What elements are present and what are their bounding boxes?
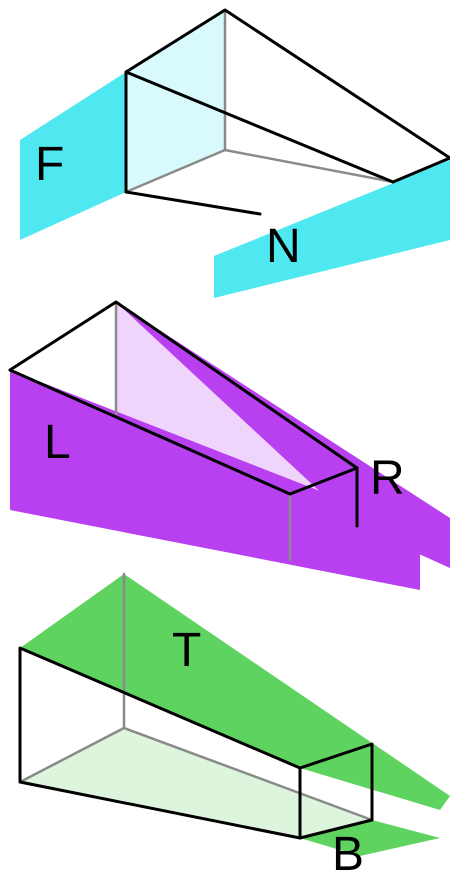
right-plane-label: R <box>370 452 405 505</box>
top-plane-label: T <box>172 624 201 677</box>
far-face-tint <box>126 10 225 192</box>
bottom-plane <box>300 820 440 856</box>
panel-left-right: L R <box>8 300 450 590</box>
hidden-edge <box>124 148 227 194</box>
top-plane <box>20 574 450 810</box>
hidden-edge <box>223 148 395 184</box>
frustum-edge <box>298 742 374 840</box>
frustum-edge <box>391 156 450 184</box>
frustum-edge <box>124 8 450 194</box>
left-plane <box>10 370 420 590</box>
frustum-edge <box>8 368 359 528</box>
bottom-face-tint <box>20 728 372 838</box>
hidden-edge <box>122 726 374 822</box>
hidden-edge <box>18 726 126 784</box>
panel-near-far: F N <box>20 8 450 298</box>
far-plane <box>20 72 126 240</box>
near-plane-label: N <box>266 220 301 273</box>
far-plane-label: F <box>35 138 64 191</box>
bottom-plane-label: B <box>332 828 364 874</box>
frustum-edge <box>124 190 262 216</box>
near-plane <box>214 160 450 298</box>
right-plane <box>116 302 450 568</box>
frustum-edge <box>8 300 359 470</box>
panel-top-bottom: T B <box>18 572 450 874</box>
left-plane-label: L <box>44 416 71 469</box>
frustum-edge <box>124 70 395 184</box>
